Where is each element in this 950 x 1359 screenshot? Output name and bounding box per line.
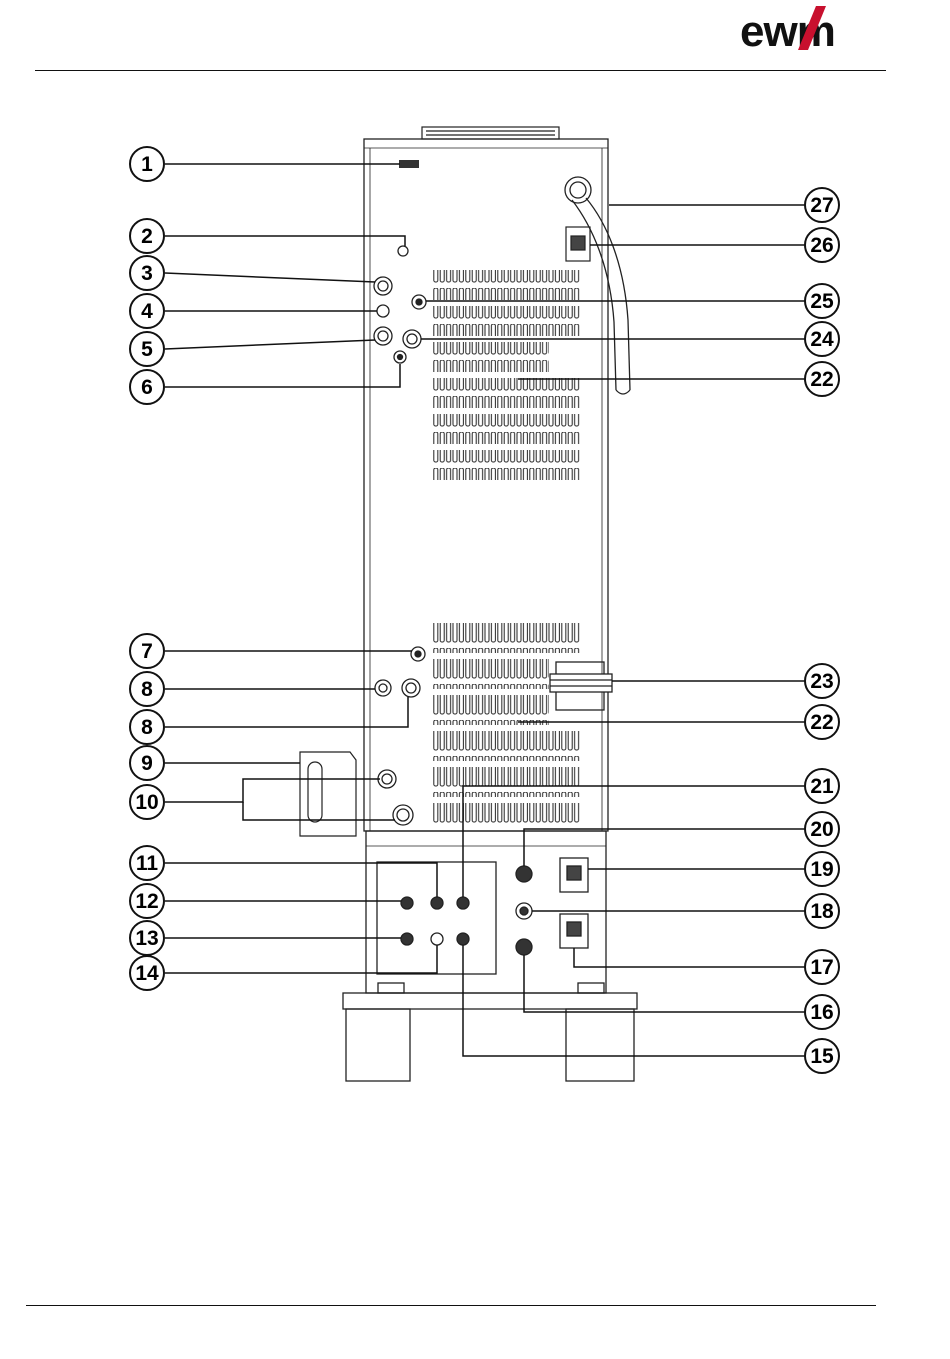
top-handle [422, 127, 559, 139]
callout-26: 26 [805, 228, 839, 262]
callout-number: 26 [810, 234, 833, 257]
callout-number: 24 [810, 328, 834, 351]
callout-number: 23 [810, 670, 833, 693]
callout-number: 15 [810, 1045, 834, 1068]
lower-connectors [401, 866, 532, 955]
callout-17: 17 [805, 950, 839, 984]
callout-15: 15 [805, 1039, 839, 1073]
callout-number: 17 [810, 956, 833, 979]
callout-number: 6 [141, 376, 153, 399]
callout-6: 6 [130, 370, 164, 404]
callout-16: 16 [805, 995, 839, 1029]
callout-number: 18 [810, 900, 834, 923]
callout-5: 5 [130, 332, 164, 366]
callout-number: 8 [141, 716, 153, 739]
callout-number: 1 [141, 153, 153, 176]
callout-8: 8 [130, 672, 164, 706]
upper-connectors [374, 246, 426, 363]
fuse-holder [566, 227, 590, 261]
callout-23: 23 [805, 664, 839, 698]
strain-relief [550, 662, 612, 710]
callout-9: 9 [130, 746, 164, 780]
callout-21: 21 [805, 769, 839, 803]
middle-connectors [375, 647, 425, 825]
callout-number: 20 [810, 818, 833, 841]
callout-number: 16 [810, 1001, 833, 1024]
callout-25: 25 [805, 284, 839, 318]
callout-27: 27 [805, 188, 839, 222]
callout-10: 10 [130, 785, 164, 819]
callout-24: 24 [805, 322, 839, 356]
callout-3: 3 [130, 256, 164, 290]
callout-number: 14 [135, 962, 159, 985]
base-stand [343, 983, 637, 1081]
callout-number: 2 [141, 225, 153, 248]
callout-number: 8 [141, 678, 153, 701]
callout-number: 13 [135, 927, 158, 950]
housing [364, 139, 608, 993]
callout-20: 20 [805, 812, 839, 846]
callout-number: 27 [810, 194, 833, 217]
callout-number: 7 [141, 640, 153, 663]
callout-7: 7 [130, 634, 164, 668]
callout-4: 4 [130, 294, 164, 328]
callout-22: 22 [805, 362, 839, 396]
top-plug-icon [399, 160, 419, 168]
callout-2: 2 [130, 219, 164, 253]
callout-number: 22 [810, 711, 833, 734]
callout-1: 1 [130, 147, 164, 181]
callout-8: 8 [130, 710, 164, 744]
callout-11: 11 [130, 846, 164, 880]
cover-plate [300, 752, 356, 836]
callout-22: 22 [805, 705, 839, 739]
callout-number: 19 [810, 858, 833, 881]
callout-number: 22 [810, 368, 833, 391]
callout-number: 25 [810, 290, 834, 313]
callout-14: 14 [130, 956, 164, 990]
gas-fittings [560, 858, 588, 948]
callout-number: 3 [141, 262, 153, 285]
callout-number: 21 [810, 775, 834, 798]
callout-18: 18 [805, 894, 839, 928]
callout-number: 4 [141, 300, 153, 323]
callout-number: 11 [136, 852, 159, 875]
callout-number: 9 [141, 752, 153, 775]
vent-slots-lower [433, 623, 580, 827]
callout-19: 19 [805, 852, 839, 886]
callout-number: 5 [141, 338, 153, 361]
callout-number: 10 [135, 791, 158, 814]
callout-number: 12 [135, 890, 158, 913]
callout-13: 13 [130, 921, 164, 955]
callout-12: 12 [130, 884, 164, 918]
